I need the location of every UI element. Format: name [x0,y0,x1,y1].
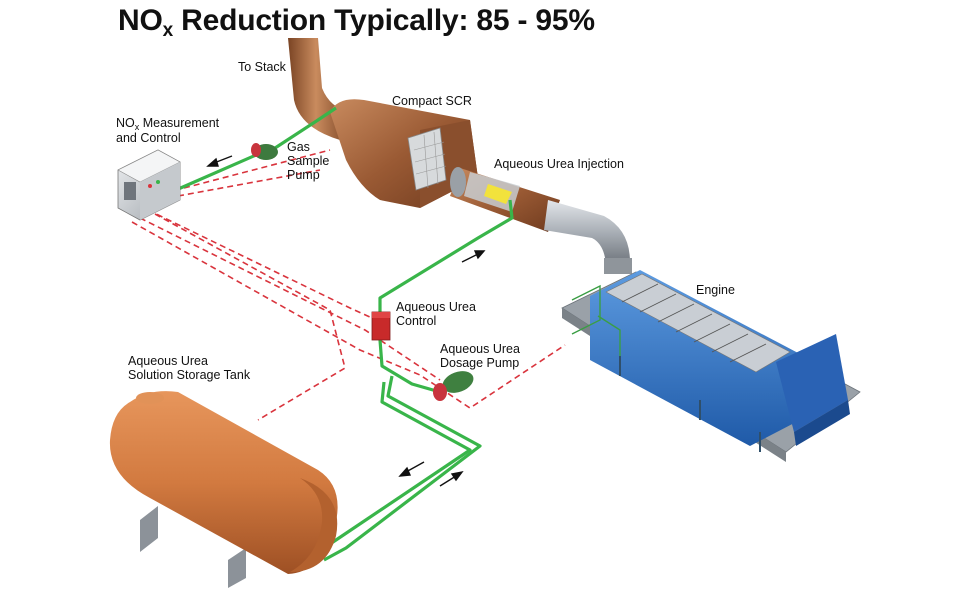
label-urea-injection: Aqueous Urea Injection [494,157,624,171]
page-title: NOx Reduction Typically: 85 - 95% [118,4,595,41]
urea-control-valve [371,311,391,341]
signal-lines [131,149,566,421]
urea-supply-pipe [378,199,514,312]
signal-line-scr [183,149,331,189]
label-urea-control: Aqueous Urea Control [396,300,476,328]
label-to-stack: To Stack [238,60,286,74]
engine-unit [561,270,861,462]
label-engine: Engine [696,283,735,297]
flow-arrows [206,155,486,487]
label-storage-tank: Aqueous Urea Solution Storage Tank [128,354,251,382]
urea-dosage-pump [433,371,474,401]
nox-control-cabinet [117,149,181,221]
label-dosage-pump: Aqueous Urea Dosage Pump [440,342,520,370]
compact-scr-unit [330,99,478,208]
label-compact-scr: Compact SCR [392,94,472,108]
signal-line-control [147,209,373,319]
label-nox-measurement: NOx Measurement and Control [116,116,220,145]
signal-line-tank [154,213,346,421]
signal-line-scr-2 [177,169,321,197]
urea-storage-tank [109,391,338,588]
signal-line-pump [139,217,441,381]
exhaust-pipe [450,167,632,274]
signal-line-engine [131,221,566,409]
gas-sample-pump [251,143,278,160]
tank-return-pipe-1 [317,381,472,554]
label-gas-sample-pump: Gas Sample Pump [287,140,330,182]
tank-return-pipe-2 [323,375,482,562]
urea-pipe-down [378,339,441,394]
